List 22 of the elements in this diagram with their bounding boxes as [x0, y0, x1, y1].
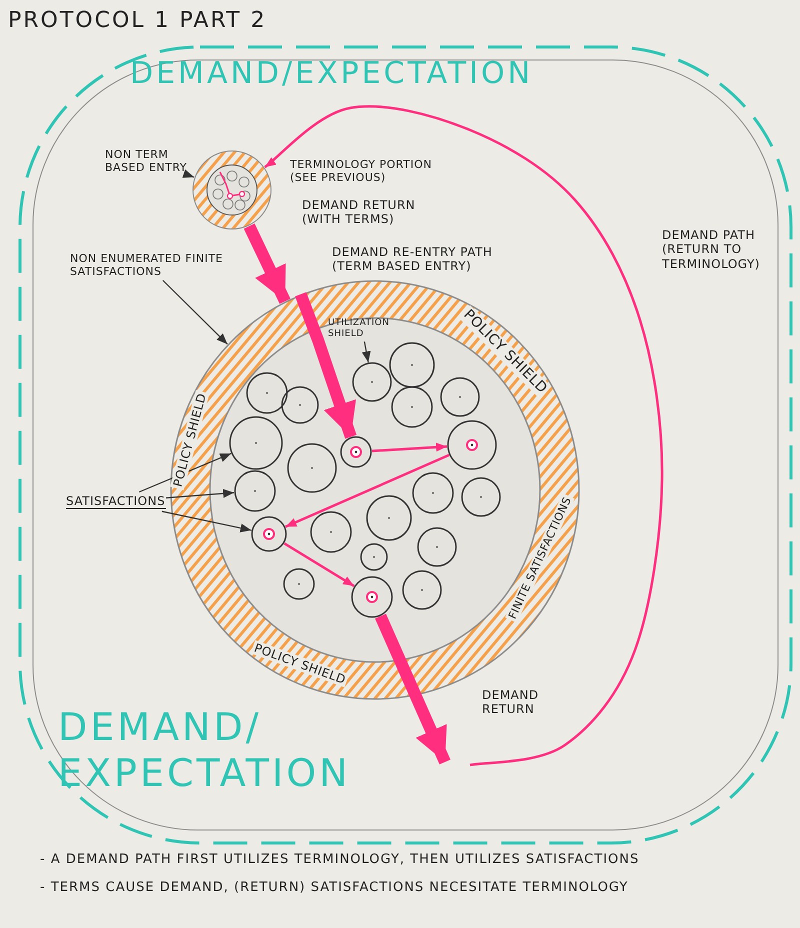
arrow: [284, 542, 355, 588]
note-text: - TERMS CAUSE DEMAND, (RETURN) SATISFACTIONS NECESITATE TERMINOLOGY: [40, 880, 630, 896]
leader-line: [362, 341, 371, 362]
leader-line: [162, 280, 228, 345]
fat-arrow: [295, 292, 357, 439]
annotation-text: UTILIZATION SHIELD: [328, 318, 396, 340]
annotation-text: NON ENUMERATED FINITE SATISFACTIONS: [70, 252, 225, 278]
annotation-text: NON TERM BASED ENTRY: [105, 148, 189, 174]
leader-line: [182, 169, 194, 178]
node-caption: TERMINOLOGY PORTION (SEE PREVIOUS): [290, 158, 434, 184]
arrow: [284, 454, 450, 528]
note-text: - A DEMAND PATH FIRST UTILIZES TERMINOLOGY, THEN UTILIZES SATISFACTIONS: [40, 852, 640, 868]
arrow: [264, 105, 664, 766]
page-title: PROTOCOL 1 PART 2: [8, 8, 267, 34]
fat-arrow: [244, 224, 290, 304]
arrow: [372, 442, 448, 452]
callout-label: SATISFACTIONS: [66, 494, 166, 510]
leader-line: [166, 488, 234, 498]
region-heading: DEMAND/ EXPECTATION: [58, 705, 352, 796]
leader-line: [162, 510, 252, 532]
fat-arrow: [375, 614, 450, 764]
region-heading: DEMAND/EXPECTATION: [130, 56, 534, 92]
